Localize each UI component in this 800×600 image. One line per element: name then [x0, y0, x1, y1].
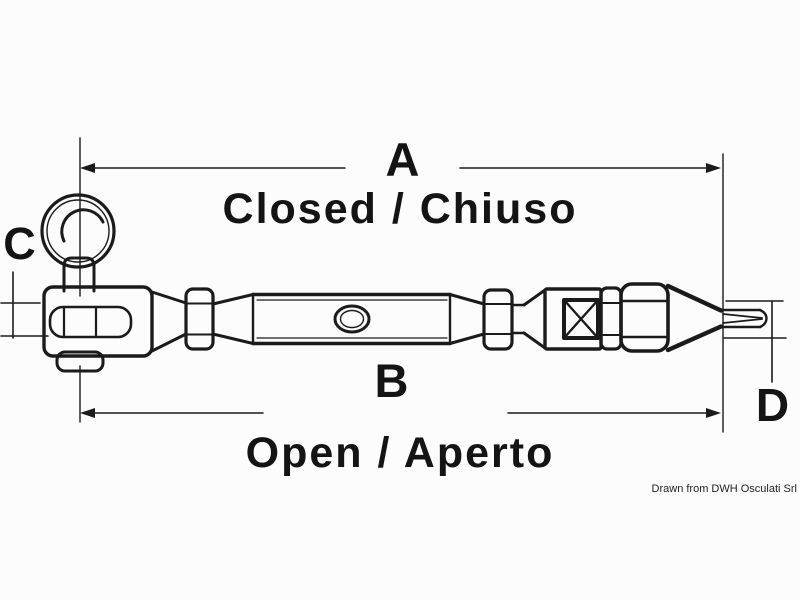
dimension-line-a	[80, 163, 721, 173]
credit-text: Drawn from DWH Osculati Srl	[651, 483, 797, 495]
caption-open: Open / Aperto	[245, 429, 555, 477]
crossed-box-mark	[562, 298, 600, 340]
dimension-label-b: B	[374, 354, 410, 407]
dimension-line-b	[80, 408, 721, 418]
hex-terminal	[619, 282, 670, 353]
barrel-body	[211, 292, 486, 346]
fork-jaw	[42, 285, 188, 358]
extension-lines	[79, 137, 724, 433]
barrel-hole	[333, 304, 371, 334]
dimension-label-d: D	[755, 379, 791, 431]
dimension-line-d	[723, 300, 787, 383]
eye-ring	[40, 193, 116, 269]
terminal-nut	[599, 286, 623, 351]
lock-nut-right	[482, 288, 514, 351]
dimension-line-c	[0, 271, 49, 339]
clevis-pin	[55, 305, 105, 373]
dimension-label-a: A	[385, 133, 421, 186]
lock-nut-left	[184, 287, 215, 351]
eye-stem	[62, 256, 96, 293]
caption-closed: Closed / Chiuso	[222, 185, 578, 233]
stud-terminal	[665, 283, 768, 353]
dimension-label-c: C	[3, 218, 37, 269]
